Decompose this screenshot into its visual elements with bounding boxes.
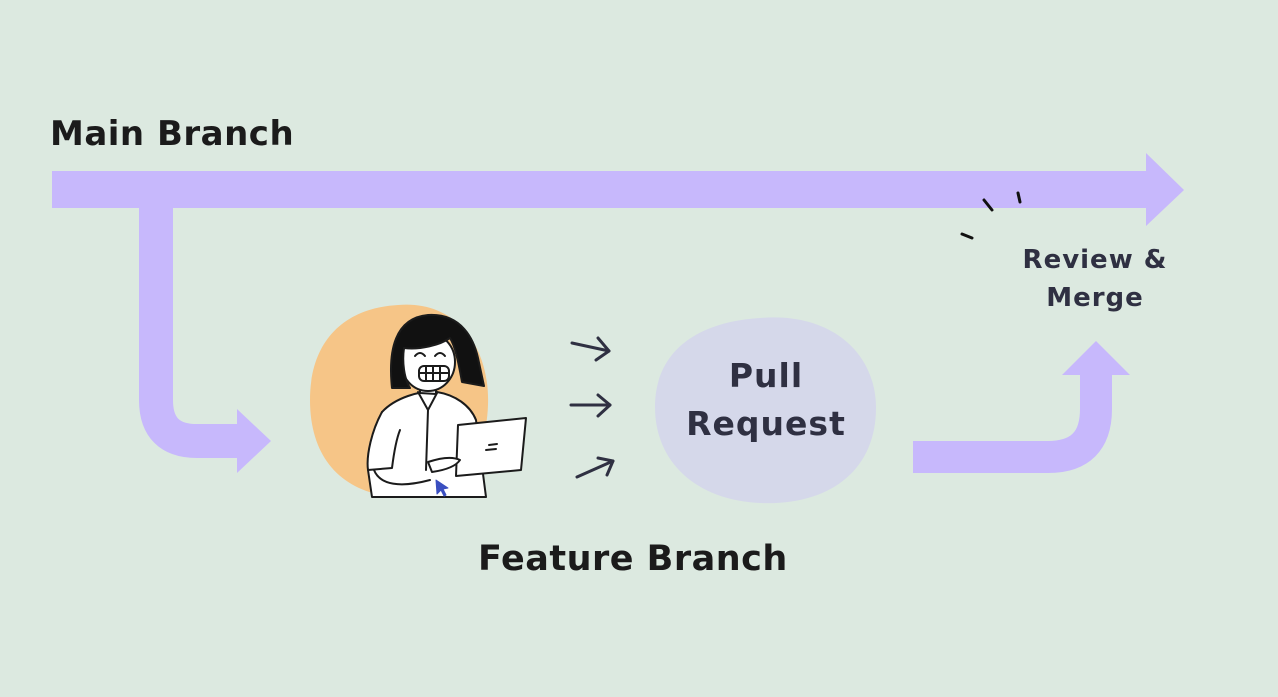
person-with-laptop-illustration: [366, 313, 527, 498]
main-branch-arrow: [52, 153, 1184, 226]
review-merge-line-1: Review &: [1022, 245, 1168, 275]
review-merge-label: Review & Merge: [1010, 241, 1180, 317]
pull-request-line-1: Pull: [728, 356, 804, 395]
pull-request-blob: [655, 317, 876, 504]
merge-arrow: [913, 341, 1130, 473]
motion-arrows-icon: [569, 336, 615, 479]
feature-branch-label: Feature Branch: [478, 539, 788, 579]
main-branch-label: Main Branch: [50, 114, 295, 154]
pull-request-label: Pull Request: [655, 352, 877, 448]
feature-branch-arrow: [139, 190, 271, 473]
sparkle-lines-icon: [960, 191, 1022, 240]
review-merge-line-2: Merge: [1046, 283, 1144, 313]
pull-request-line-2: Request: [686, 404, 846, 443]
